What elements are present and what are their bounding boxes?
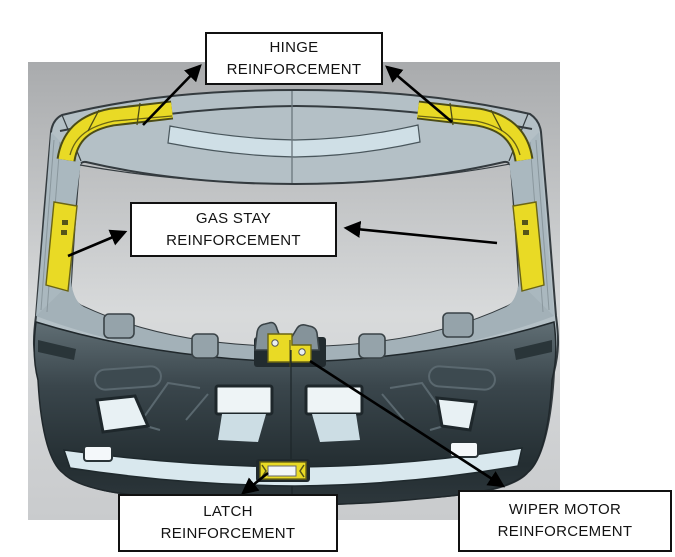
label-latch-reinforcement: LATCH REINFORCEMENT (118, 494, 338, 552)
glass-flange-strip (167, 124, 421, 158)
label-gas-stay-line2: REINFORCEMENT (166, 231, 301, 249)
gas-stay-reinforcement-right-part (512, 201, 545, 292)
label-latch-line2: REINFORCEMENT (160, 525, 296, 542)
wiper-motor-arrow (309, 359, 506, 488)
hinge-reinforcement-left-part (56, 100, 174, 162)
belt-tabs (103, 312, 474, 359)
gas-stay-right-arrow (343, 221, 498, 245)
label-gas-stay-line1: GAS STAY (195, 209, 272, 227)
label-hinge-line1: HINGE (269, 38, 319, 56)
side-notch-left (38, 340, 76, 360)
embossed-grooves (94, 365, 496, 431)
hinge-left-arrow (142, 64, 202, 126)
callout-arrows (67, 64, 506, 495)
gas-stay-left-arrow (67, 229, 128, 258)
label-latch-line1: LATCH (203, 503, 253, 521)
belt-band (36, 282, 554, 362)
latch-reinforcement-part (256, 459, 310, 482)
label-hinge-reinforcement: HINGE REINFORCEMENT (205, 32, 383, 85)
gas-stay-reinforcement-left-part (45, 201, 78, 292)
latch-arrow (241, 471, 269, 495)
wiper-motor-reinforcement-part (254, 321, 326, 367)
hinge-right-arrow (385, 65, 453, 123)
label-wiper-motor-reinforcement: WIPER MOTOR REINFORCEMENT (458, 490, 672, 552)
label-hinge-line2: REINFORCEMENT (226, 60, 362, 78)
panel-openings (95, 384, 478, 442)
label-gas-stay-reinforcement: GAS STAY REINFORCEMENT (130, 202, 337, 257)
label-wiper-motor-line2: REINFORCEMENT (497, 523, 633, 540)
side-notch-right (514, 340, 552, 360)
label-wiper-motor-line1: WIPER MOTOR (508, 501, 622, 519)
